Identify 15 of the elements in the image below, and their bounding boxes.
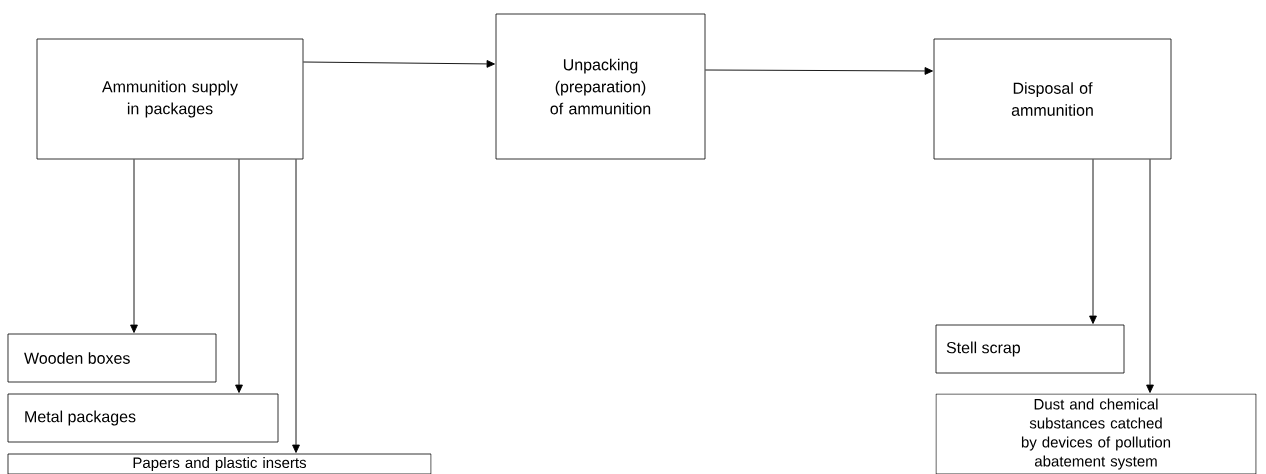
process-box: Unpacking (preparation) of ammunition <box>495 13 706 160</box>
arrow <box>302 60 495 68</box>
arrow <box>1146 158 1154 393</box>
arrow <box>704 67 933 75</box>
arrow <box>235 158 243 393</box>
process-box: Metal packages <box>7 393 279 443</box>
process-box: Wooden boxes <box>7 333 217 383</box>
arrow <box>1089 158 1097 324</box>
process-box: Dust and chemical substances catched by devices of pollution abatement system <box>935 393 1257 474</box>
process-box: Stell scrap <box>935 324 1125 374</box>
process-box: Disposal of ammunition <box>933 38 1172 160</box>
arrow <box>292 158 300 453</box>
process-box: Papers and plastic inserts <box>7 453 432 474</box>
process-box: Ammunition supply in packages <box>36 38 304 160</box>
arrow <box>130 158 138 333</box>
